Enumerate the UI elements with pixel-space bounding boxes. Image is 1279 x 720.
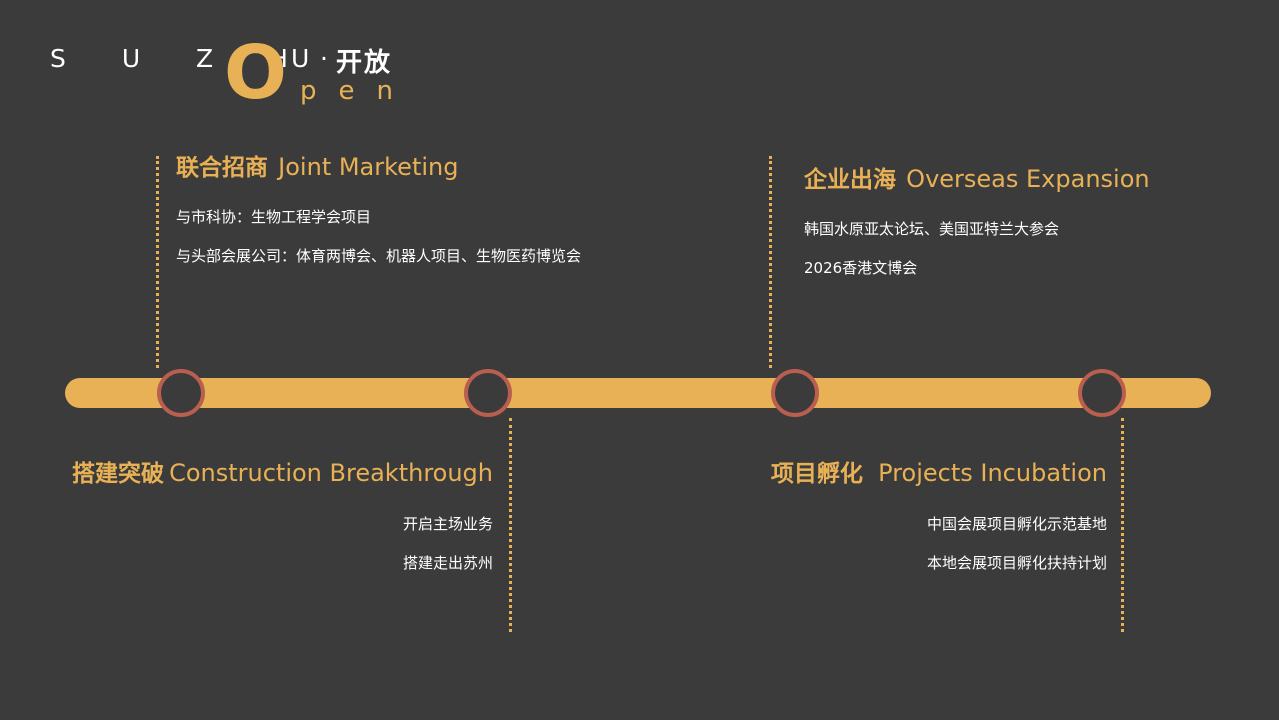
- timeline-bar: [65, 378, 1211, 408]
- timeline-node-3: [771, 369, 819, 417]
- milestone-title-en: Projects Incubation: [878, 459, 1107, 487]
- milestone-title-en: Overseas Expansion: [906, 165, 1150, 193]
- milestone-title-cn: 企业出海: [804, 167, 896, 193]
- milestone-title-en: Joint Marketing: [278, 153, 459, 181]
- milestone-item: 开启主场业务: [402, 515, 493, 533]
- milestone-item: 韩国水原亚太论坛、美国亚特兰大参会: [804, 220, 1060, 238]
- milestone-title-en: Construction Breakthrough: [169, 459, 493, 487]
- logo-u-letter: U: [291, 44, 310, 73]
- logo-open-text: pen: [300, 76, 415, 106]
- connector-projects-incubation: [1121, 418, 1124, 632]
- logo-dot: ·: [320, 44, 328, 73]
- connector-construction-breakthrough: [509, 418, 512, 632]
- connector-joint-marketing: [156, 156, 159, 368]
- milestone-item: 与头部会展公司：体育两博会、机器人项目、生物医药博览会: [176, 247, 582, 265]
- logo-chinese-title: 开放: [336, 48, 393, 78]
- connector-overseas-expansion: [769, 156, 772, 368]
- milestone-title-cn: 项目孵化: [770, 461, 863, 487]
- milestone-item: 2026香港文博会: [804, 259, 918, 277]
- milestone-item: 中国会展项目孵化示范基地: [926, 515, 1107, 533]
- milestone-construction-breakthrough-title: 搭建突破 Construction Breakthrough: [72, 454, 493, 488]
- timeline-node-4: [1078, 369, 1126, 417]
- milestone-item: 搭建走出苏州: [402, 554, 493, 572]
- milestone-projects-incubation-title: 项目孵化 Projects Incubation: [771, 454, 1107, 488]
- milestone-item: 与市科协：生物工程学会项目: [176, 208, 372, 226]
- timeline-node-1: [157, 369, 205, 417]
- logo-o-letter: O: [224, 30, 287, 116]
- logo-suzh-text: S U Z H: [50, 44, 312, 73]
- timeline-node-2: [464, 369, 512, 417]
- milestone-title-cn: 搭建突破: [71, 461, 164, 487]
- milestone-title-cn: 联合招商: [176, 155, 268, 181]
- milestone-item: 本地会展项目孵化扶持计划: [926, 554, 1107, 572]
- milestone-overseas-expansion-title: 企业出海 Overseas Expansion: [804, 160, 1150, 194]
- milestone-joint-marketing-title: 联合招商 Joint Marketing: [176, 148, 458, 182]
